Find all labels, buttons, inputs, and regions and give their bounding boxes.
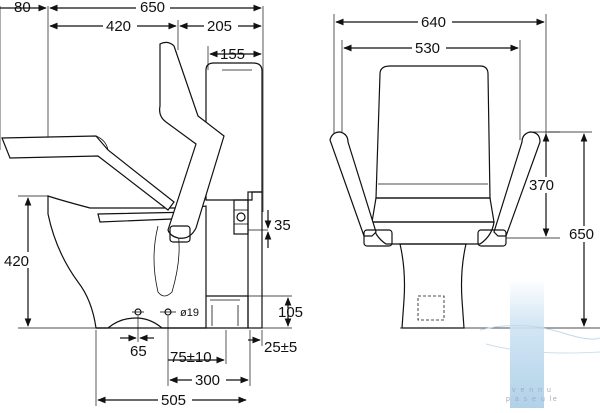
label-25: 25±5: [264, 339, 297, 356]
label-80: 80: [14, 0, 31, 16]
label-420-top: 420: [106, 18, 131, 35]
label-420-left: 420: [4, 253, 29, 270]
dim-505: 505: [97, 392, 247, 409]
dim-105: 105: [248, 295, 303, 329]
outlet-pipe: [206, 295, 249, 329]
dim-650-front: 650: [568, 133, 600, 327]
connector-block: [233, 199, 249, 235]
label-105: 105: [278, 304, 303, 321]
dim-75: 75±10: [168, 349, 225, 366]
watermark-line1: v e n n u: [512, 387, 552, 394]
dim-530: 530: [343, 40, 519, 57]
label-370: 370: [529, 177, 554, 194]
support-arm-raised: [159, 41, 225, 239]
label-530: 530: [415, 40, 440, 57]
label-65: 65: [130, 343, 147, 360]
dim-80: 80: [0, 0, 47, 16]
dim-650-side: 650: [49, 0, 262, 16]
label-19: ø19: [180, 307, 199, 319]
dim-19: ø19: [180, 307, 199, 319]
dim-640: 640: [335, 14, 545, 31]
arm-pivot: [169, 225, 191, 243]
label-155: 155: [220, 46, 245, 63]
wall-plate: [247, 191, 263, 329]
support-arm-horizontal: [1, 135, 175, 211]
label-650-side: 650: [140, 0, 165, 16]
toilet-bowl: [47, 195, 207, 329]
dim-420-left: 420: [2, 197, 42, 327]
pedestal-front: [399, 243, 467, 329]
dim-155: 155: [209, 46, 262, 63]
label-75: 75±10: [170, 349, 212, 366]
side-view: 80 650 420 205 155: [0, 0, 303, 409]
label-505: 505: [161, 392, 186, 408]
dim-35: 35: [248, 210, 291, 248]
label-650-front: 650: [569, 226, 594, 243]
dim-65: 65: [120, 316, 154, 360]
label-300: 300: [195, 372, 220, 389]
watermark-logo: v e n n u p a s e u le: [479, 280, 600, 408]
dim-205: 205: [179, 18, 262, 35]
watermark-line2: p a s e u le: [506, 396, 558, 403]
dim-25: 25±5: [248, 336, 297, 356]
label-640: 640: [421, 14, 446, 31]
dim-420-top: 420: [49, 18, 177, 35]
front-view: 640 530 370: [329, 14, 600, 329]
dim-300: 300: [169, 372, 249, 389]
dim-370: 370: [528, 133, 564, 237]
cistern-tank: [205, 62, 263, 201]
cistern-front: [375, 65, 491, 199]
support-arm-left-front: [329, 131, 377, 237]
label-205: 205: [207, 18, 232, 35]
label-35: 35: [274, 217, 291, 234]
